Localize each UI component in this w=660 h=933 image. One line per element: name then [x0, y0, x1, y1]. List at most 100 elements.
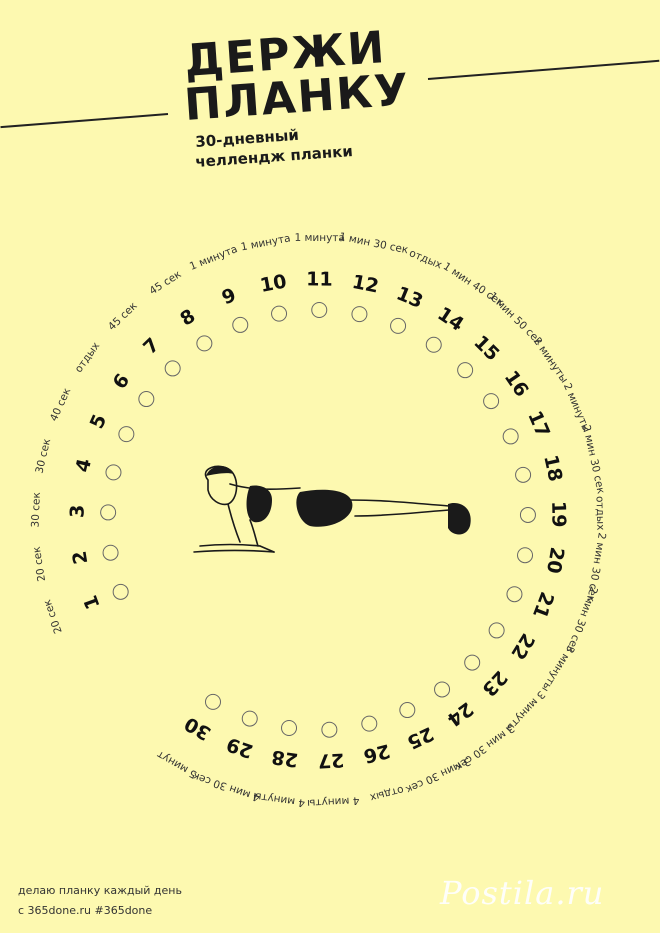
day-5: 5 40 сек [48, 386, 135, 443]
day-duration-label: 40 сек [48, 386, 73, 423]
checkbox-day-4[interactable] [105, 464, 122, 481]
day-number: 2 [69, 549, 93, 566]
checkbox-day-30[interactable] [205, 693, 221, 710]
checkbox-day-1[interactable] [112, 583, 129, 600]
day-24: 243 мин 30 сек [434, 681, 516, 773]
day-number: 24 [443, 697, 477, 730]
checkbox-day-25[interactable] [399, 702, 416, 719]
checkbox-day-12[interactable] [351, 306, 368, 323]
day-duration-label: 2 минуты [531, 335, 570, 385]
day-15: 151 мин 50 сек [457, 290, 545, 379]
day-duration-label: 20 сек [31, 546, 48, 583]
day-9: 9 1 минута [188, 243, 249, 333]
day-12: 121 мин 30 сек [338, 231, 409, 323]
checkbox-day-28[interactable] [281, 719, 298, 736]
day-duration-label: 4 мин 30 сек [191, 770, 261, 804]
day-duration-label: отдых [73, 340, 103, 375]
day-18: 18 2 мин 30 сек [515, 424, 607, 495]
checkbox-day-29[interactable] [241, 710, 258, 727]
day-duration-label: 1 минута [188, 243, 239, 273]
day-23: 233 минуты [464, 654, 547, 735]
checkbox-day-17[interactable] [502, 428, 519, 445]
day-number: 13 [393, 282, 426, 312]
day-7: 745 сек [106, 300, 181, 377]
checkbox-day-14[interactable] [425, 336, 442, 353]
day-duration-label: 3 минуты [539, 643, 577, 694]
day-duration-label: 4 минуты [307, 794, 360, 809]
watermark-logo: Postila.ru [440, 874, 605, 912]
checkbox-day-22[interactable] [488, 622, 505, 639]
day-2: 2 20 сек [31, 544, 119, 583]
day-number: 15 [469, 331, 503, 365]
plank-figure-illustration [193, 465, 471, 553]
checkbox-day-7[interactable] [164, 360, 181, 377]
day-duration-label: 2 мин 30 сек [580, 424, 607, 495]
day-number: 7 [139, 334, 164, 359]
footer-line-1: делаю планку каждый день [18, 884, 182, 897]
day-duration-label: отдых [369, 783, 405, 803]
day-1: 1 20 сек [41, 583, 129, 635]
day-number: 21 [528, 589, 558, 622]
checkbox-day-13[interactable] [390, 317, 407, 334]
day-number: 9 [219, 284, 239, 309]
day-number: 18 [539, 453, 566, 484]
day-6: 6 отдых [73, 340, 155, 408]
day-number: 16 [500, 367, 533, 401]
day-number: 3 [66, 504, 88, 518]
day-duration-label: 3 мин 30 сек [404, 755, 473, 796]
checkbox-day-24[interactable] [434, 681, 451, 698]
checkbox-day-19[interactable] [519, 506, 536, 523]
day-number: 1 [79, 592, 104, 612]
day-number: 27 [317, 748, 345, 771]
day-number: 12 [350, 271, 380, 298]
day-duration-label: 45 сек [106, 300, 140, 333]
day-number: 30 [181, 712, 215, 744]
checkbox-day-18[interactable] [515, 466, 532, 483]
day-3: 330 сек [30, 492, 117, 528]
day-duration-label: 30 сек [33, 438, 53, 475]
day-number: 11 [306, 268, 333, 290]
day-number: 6 [109, 370, 135, 393]
day-4: 4 30 сек [33, 438, 122, 481]
checkbox-day-3[interactable] [100, 504, 117, 521]
day-11: 11 1 минута [294, 232, 345, 319]
checkbox-day-23[interactable] [464, 654, 481, 671]
day-duration-label: 1 минута [240, 232, 292, 253]
day-duration-label: 20 сек [41, 598, 64, 635]
checkbox-day-21[interactable] [506, 586, 523, 603]
checkbox-day-6[interactable] [138, 391, 155, 408]
day-number: 23 [478, 666, 512, 700]
checkbox-day-11[interactable] [311, 302, 328, 319]
checkbox-day-20[interactable] [517, 547, 534, 564]
day-duration-label: 5 минут [155, 748, 199, 780]
day-number: 4 [72, 457, 96, 475]
day-10: 101 минута [240, 232, 292, 322]
checkbox-day-8[interactable] [196, 335, 213, 352]
day-number: 19 [547, 501, 570, 528]
day-number: 25 [404, 722, 437, 753]
day-duration-label: 1 минута [294, 232, 344, 244]
day-number: 28 [270, 745, 299, 770]
checkbox-day-27[interactable] [321, 721, 338, 738]
day-number: 8 [176, 305, 199, 331]
checkbox-day-26[interactable] [361, 715, 378, 732]
day-27: 27 4 минуты [307, 721, 360, 809]
footer-line-2: с 365done.ru #365done [18, 904, 153, 917]
checkbox-day-16[interactable] [483, 393, 500, 410]
day-number: 5 [86, 411, 111, 432]
day-number: 20 [542, 545, 568, 575]
checkbox-day-9[interactable] [232, 316, 249, 333]
checkbox-day-10[interactable] [271, 305, 288, 322]
day-duration-label: 45 сек [147, 268, 183, 297]
day-8: 8 45 сек [147, 268, 213, 352]
checkbox-day-15[interactable] [457, 362, 474, 379]
day-number: 17 [523, 408, 554, 441]
checkbox-day-5[interactable] [118, 426, 135, 443]
checkbox-day-2[interactable] [102, 544, 119, 561]
day-30: 30 5 минут [155, 693, 221, 780]
day-number: 29 [224, 733, 256, 762]
day-duration-label: отдых [407, 247, 443, 271]
day-number: 26 [361, 739, 392, 767]
